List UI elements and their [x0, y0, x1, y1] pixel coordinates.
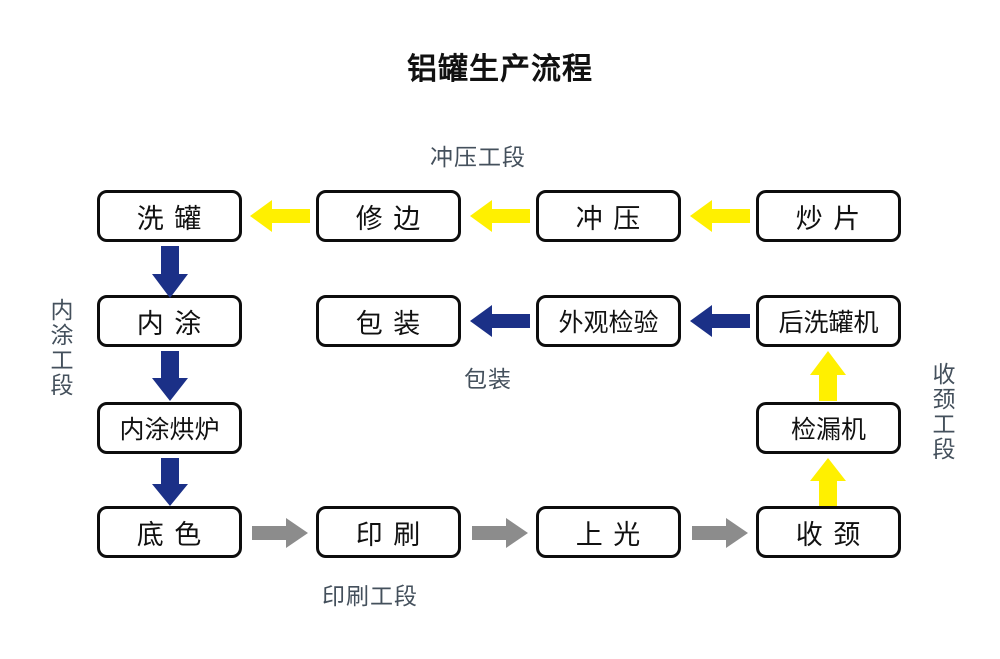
- arrow-necking-to-leak-tester: [806, 458, 850, 506]
- arrow-inner-coat-to-oven: [148, 351, 192, 401]
- stage-label-stamping: 冲压工段: [430, 145, 526, 171]
- stage-label-packaging: 包装: [464, 367, 512, 393]
- page-title: 铝罐生产流程: [407, 52, 593, 87]
- node-blanking[interactable]: 炒 片: [756, 190, 901, 242]
- node-appearance-check[interactable]: 外观检验: [536, 295, 681, 347]
- node-trim[interactable]: 修 边: [316, 190, 461, 242]
- node-inner-coat-oven[interactable]: 内涂烘炉: [97, 402, 242, 454]
- node-leak-tester[interactable]: 检漏机: [756, 402, 901, 454]
- node-necking[interactable]: 收 颈: [756, 506, 901, 558]
- arrow-oven-to-base-color: [148, 458, 192, 506]
- node-varnish[interactable]: 上 光: [536, 506, 681, 558]
- stage-label-necking: 收颈工段: [928, 362, 954, 462]
- arrow-post-washer-to-appearance-check: [690, 303, 750, 339]
- stage-label-inner-coating: 内涂工段: [46, 298, 72, 398]
- stage-label-printing: 印刷工段: [322, 584, 418, 610]
- arrow-wash-can-to-inner-coat: [148, 246, 192, 298]
- arrow-varnish-to-necking: [692, 517, 748, 549]
- node-base-color[interactable]: 底 色: [97, 506, 242, 558]
- arrow-print-to-varnish: [472, 517, 528, 549]
- arrow-appearance-check-to-pack: [470, 303, 530, 339]
- arrow-trim-to-wash-can: [250, 198, 310, 234]
- node-post-washer[interactable]: 后洗罐机: [756, 295, 901, 347]
- node-inner-coat[interactable]: 内 涂: [97, 295, 242, 347]
- node-print[interactable]: 印 刷: [316, 506, 461, 558]
- arrow-stamp-to-trim: [470, 198, 530, 234]
- arrow-blanking-to-stamp: [690, 198, 750, 234]
- arrow-leak-tester-to-post-washer: [806, 351, 850, 401]
- arrow-base-color-to-print: [252, 517, 308, 549]
- node-wash-can[interactable]: 洗 罐: [97, 190, 242, 242]
- node-stamp[interactable]: 冲 压: [536, 190, 681, 242]
- node-pack[interactable]: 包 装: [316, 295, 461, 347]
